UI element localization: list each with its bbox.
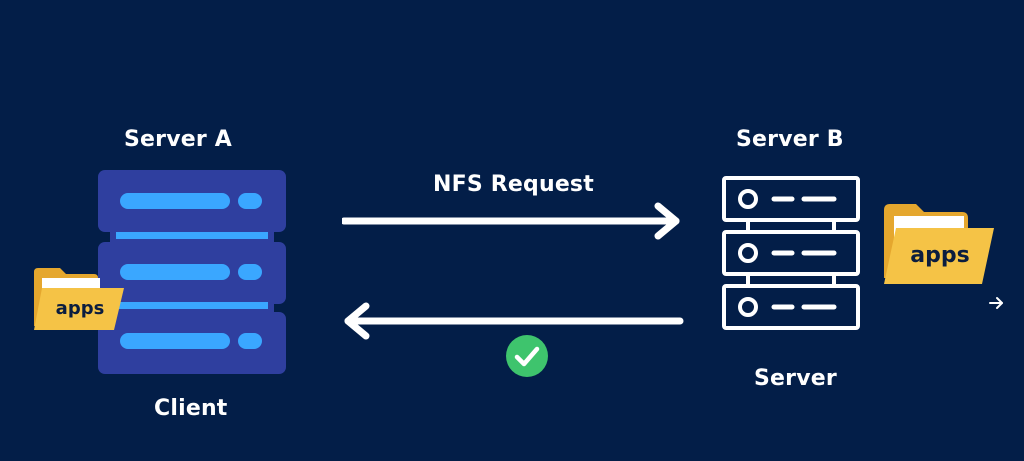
check-circle-icon <box>505 334 549 378</box>
request-arrow <box>342 202 684 240</box>
arrow-cursor-icon <box>988 296 1006 310</box>
server-b-title: Server B <box>736 127 844 152</box>
server-folder-label: apps <box>910 243 969 268</box>
server-a-title: Server A <box>124 127 233 152</box>
server-outline-icon <box>722 176 860 332</box>
request-label: NFS Request <box>433 172 594 197</box>
client-server-rack-icon <box>98 170 286 374</box>
response-arrow <box>340 302 684 340</box>
server-folder-icon: apps <box>882 202 996 286</box>
server-a-role-label: Client <box>154 396 228 421</box>
server-b-role-label: Server <box>754 366 837 391</box>
client-folder-label: apps <box>56 298 105 319</box>
client-folder-icon: apps <box>32 266 128 332</box>
